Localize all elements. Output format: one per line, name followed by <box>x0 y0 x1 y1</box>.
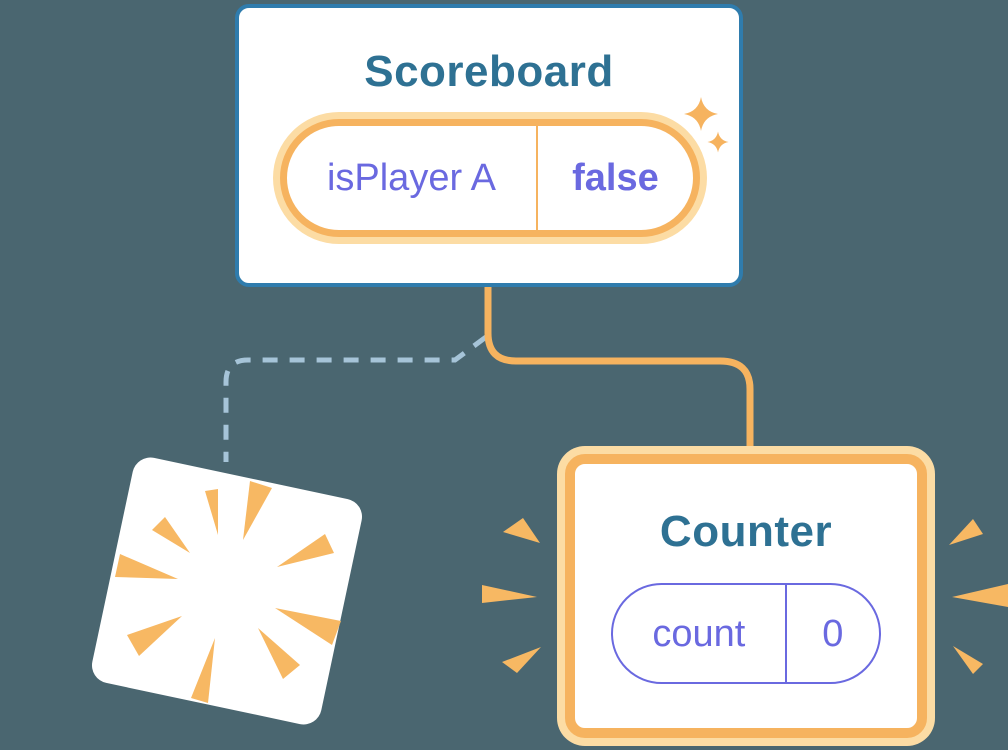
state-label: count <box>652 612 746 655</box>
counter-title: Counter <box>659 507 833 556</box>
emphasis-marks-left-icon <box>482 518 541 673</box>
new-branch-connector <box>484 285 754 455</box>
counter-state-pill: count 0 <box>611 583 881 684</box>
removed-branch-dashed-connector <box>223 334 488 462</box>
scoreboard-card: Scoreboard isPlayer A false <box>235 4 743 287</box>
counter-card: Counter count 0 <box>565 454 927 738</box>
emphasis-marks-right-icon <box>949 519 1008 674</box>
scoreboard-state-pill: isPlayer A false <box>280 119 700 237</box>
destroyed-component-card <box>88 454 366 728</box>
state-value: 0 <box>784 585 879 682</box>
scoreboard-title: Scoreboard <box>364 47 614 96</box>
state-value: false <box>535 126 693 230</box>
state-label: isPlayer A <box>326 157 496 199</box>
